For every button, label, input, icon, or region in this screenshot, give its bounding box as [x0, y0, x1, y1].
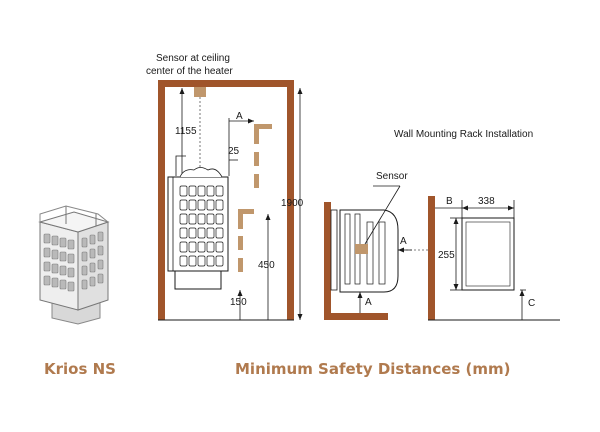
- wall-rack-diagram: Sensor A A: [324, 171, 430, 320]
- product-caption: Krios NS: [44, 360, 116, 378]
- dim-a-bottom: A: [365, 297, 372, 308]
- ceiling: [158, 80, 294, 87]
- right-wall: [287, 80, 294, 320]
- room-diagram: A 25 450 150 1900 1155 Sensor at ceiling…: [146, 53, 304, 321]
- wall-rack-title: Wall Mounting Rack Installation: [394, 129, 533, 140]
- dim-338: 338: [478, 196, 495, 207]
- rack-wall: [324, 202, 331, 320]
- dim-c: C: [528, 298, 535, 309]
- dim-255: 255: [438, 250, 455, 261]
- dim-25: 25: [228, 146, 240, 157]
- sensor-label: Sensor: [376, 171, 408, 182]
- dim-1155: 1155: [175, 126, 197, 137]
- dim-150: 150: [230, 297, 247, 308]
- wall-rack-front-diagram: Wall Mounting Rack Installation B 338 25…: [394, 129, 560, 321]
- dim-b: B: [446, 196, 453, 207]
- dim-1900: 1900: [281, 198, 304, 209]
- dim-a-side: A: [400, 236, 407, 247]
- wall-sensor: [355, 244, 368, 254]
- ceiling-sensor: [194, 87, 206, 97]
- front-wall: [428, 196, 435, 320]
- dim-450: 450: [258, 260, 275, 271]
- sensor-ceiling-label-1: Sensor at ceiling: [156, 53, 230, 64]
- diagram-caption: Minimum Safety Distances (mm): [235, 360, 511, 378]
- wooden-bench: [238, 124, 272, 272]
- dim-a-top: A: [236, 111, 243, 122]
- sensor-ceiling-label-2: center of the heater: [146, 66, 233, 77]
- heater-product-illustration: [38, 205, 110, 325]
- left-wall: [158, 80, 165, 320]
